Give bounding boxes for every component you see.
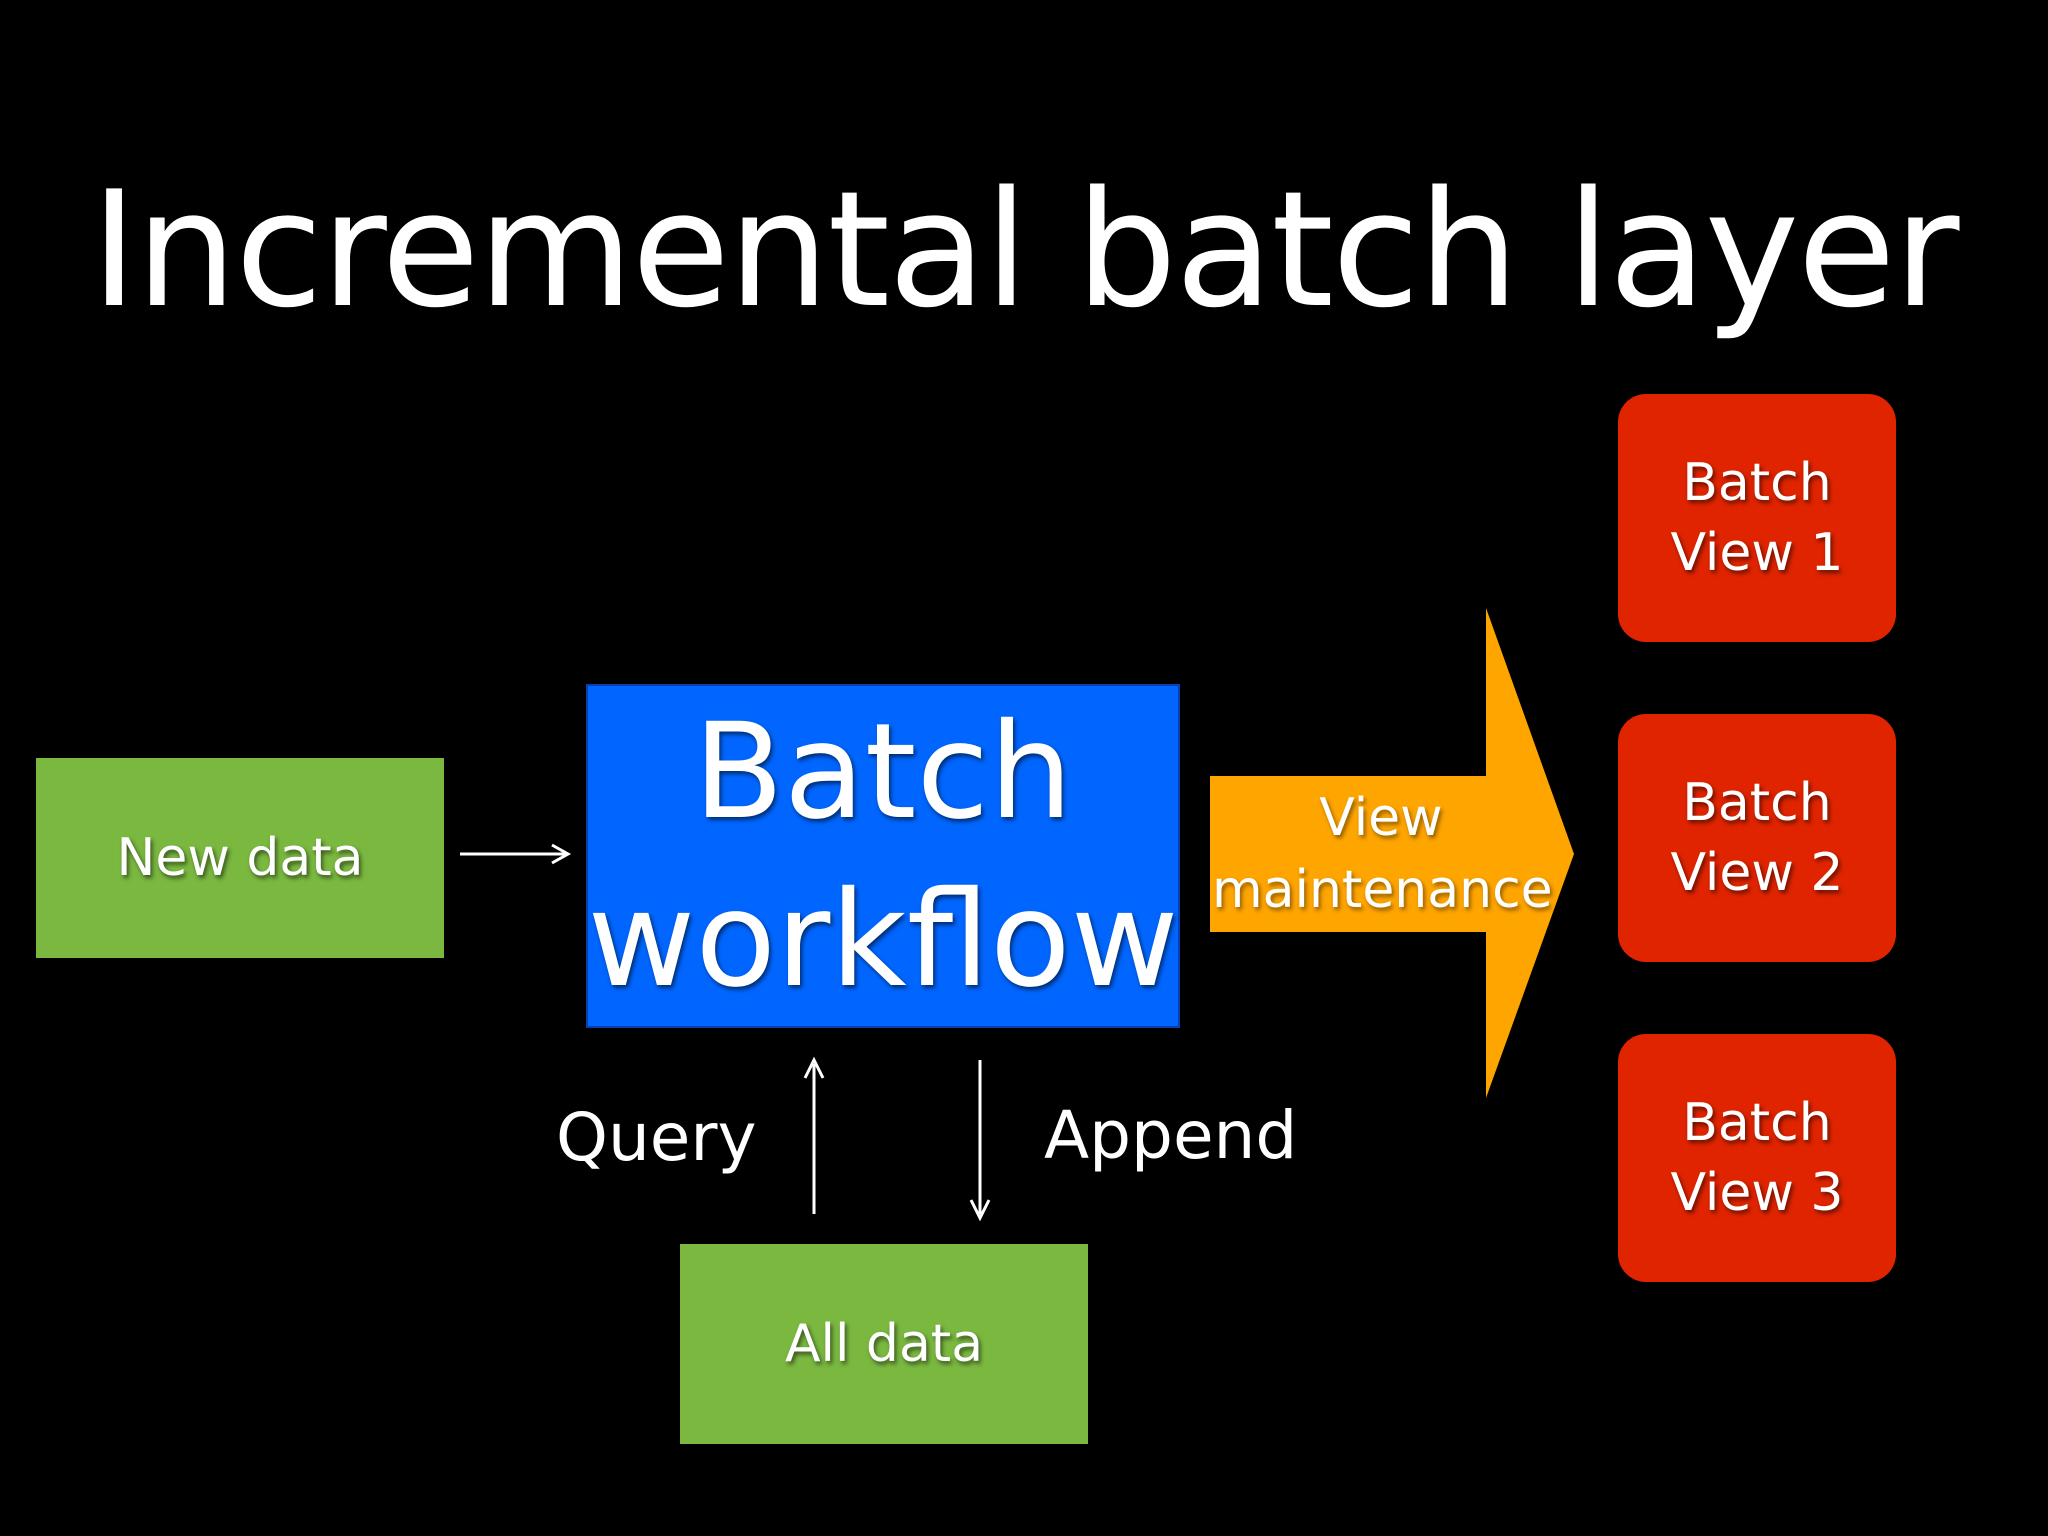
batch-view-1-line1: Batch — [1682, 453, 1832, 513]
batch-workflow-label-line1: Batch — [693, 695, 1073, 849]
new-data-to-workflow-arrow — [460, 843, 572, 865]
view-maintenance-arrow — [1210, 608, 1574, 1098]
all-data-box: All data — [680, 1244, 1088, 1444]
batch-view-3-box: Batch View 3 — [1618, 1034, 1896, 1282]
new-data-label: New data — [116, 828, 364, 888]
all-data-label: All data — [784, 1314, 984, 1374]
append-arrow — [969, 1060, 991, 1222]
batch-workflow-box: Batch workflow — [586, 684, 1180, 1028]
append-label: Append — [1044, 1097, 1298, 1174]
batch-view-2-box: Batch View 2 — [1618, 714, 1896, 962]
batch-view-1-box: Batch View 1 — [1618, 394, 1896, 642]
query-label: Query — [556, 1099, 757, 1176]
batch-view-2-line1: Batch — [1682, 773, 1832, 833]
new-data-box: New data — [36, 758, 444, 958]
batch-view-1-line2: View 1 — [1670, 523, 1844, 583]
view-maintenance-label: View maintenance — [1212, 782, 1553, 926]
batch-view-3-line1: Batch — [1682, 1093, 1832, 1153]
query-arrow — [803, 1056, 825, 1214]
view-maintenance-label-line2: maintenance — [1212, 860, 1553, 920]
view-maintenance-label-line1: View — [1319, 788, 1443, 848]
slide-title: Incremental batch layer — [90, 156, 1959, 343]
batch-view-3-line2: View 3 — [1670, 1163, 1844, 1223]
batch-view-2-line2: View 2 — [1670, 843, 1844, 903]
batch-workflow-label-line2: workflow — [587, 863, 1179, 1017]
